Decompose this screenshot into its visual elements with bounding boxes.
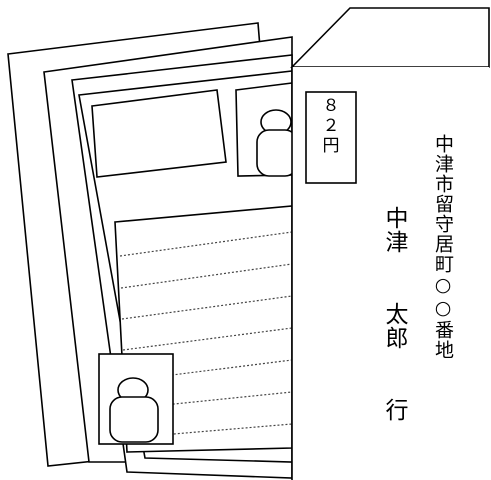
person-icon: [109, 377, 159, 443]
recipient-honorific: 行: [381, 398, 407, 421]
recipient-address: 中津市留守居町○○番地: [432, 134, 454, 360]
stamp-digit: ８: [322, 96, 340, 116]
picture-box: [91, 89, 227, 178]
envelope-flap: [290, 7, 490, 68]
ruled-line: [119, 231, 293, 257]
ruled-line: [122, 327, 293, 351]
stamp-unit: 円: [322, 136, 340, 156]
ruled-line: [120, 263, 293, 289]
person-icon: [256, 109, 298, 177]
stamp: [305, 91, 357, 184]
ruled-line: [121, 295, 293, 320]
stamp-value: ８ ２ 円: [306, 96, 356, 156]
recipient-given-name: 太郎: [381, 302, 407, 350]
recipient-family-name: 中津: [381, 206, 407, 254]
stamp-digit: ２: [322, 116, 340, 136]
